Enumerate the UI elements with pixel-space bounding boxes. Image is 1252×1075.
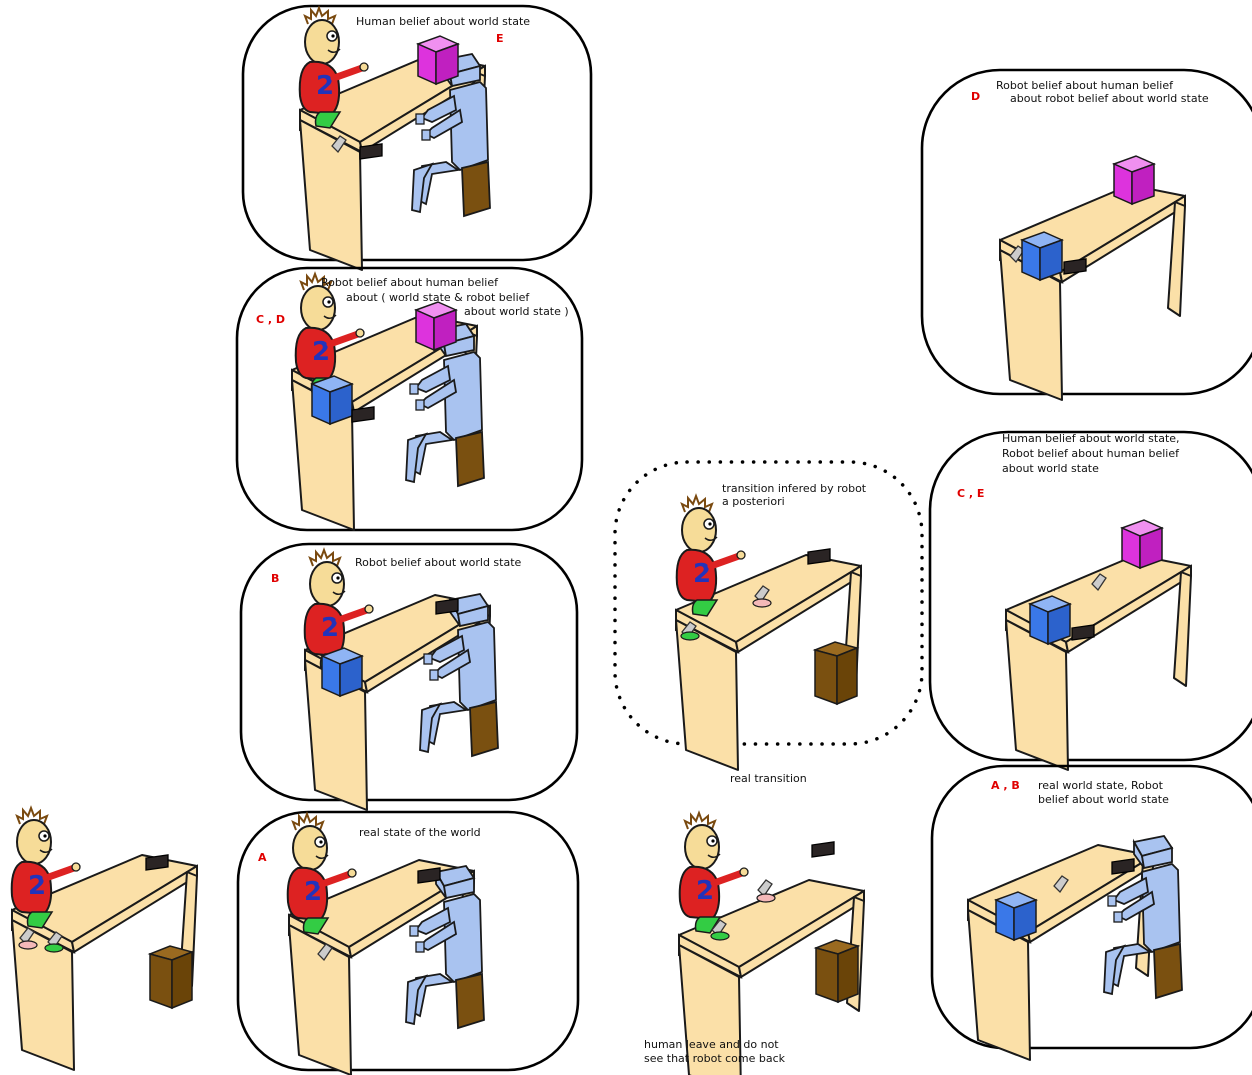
panel-caption: Human belief about world state, Robot be… — [1002, 432, 1183, 475]
panel-tag: C , E — [957, 487, 984, 500]
scene-real-transition: real transition human leave and do not s… — [644, 772, 865, 1075]
panel-caption: Robot belief about human belief about ro… — [996, 79, 1209, 105]
panel-tag: D — [971, 90, 980, 103]
panel-CD: Robot belief about human belief about ( … — [235, 266, 584, 532]
blue-box-icon — [1021, 231, 1063, 281]
human-leave-label: human leave and do not see that robot co… — [644, 1038, 786, 1065]
panel-CE: Human belief about world state, Robot be… — [928, 430, 1252, 771]
panel-caption: Robot belief about world state — [355, 556, 522, 569]
panel-tag: C , D — [256, 313, 285, 326]
panel-A: real state of the world A — [236, 812, 580, 1075]
panel-tag: A — [258, 851, 267, 864]
panel-inferred-transition: transition infered by robot a posteriori — [613, 460, 924, 771]
pink-box-icon — [417, 35, 459, 85]
panel-tag: A , B — [991, 779, 1020, 792]
panel-E: Human belief about world state E — [241, 6, 593, 271]
panel-caption: Robot belief about human belief about ( … — [321, 276, 569, 318]
panel-caption: transition infered by robot a posteriori — [722, 482, 870, 508]
panel-tag: E — [496, 32, 504, 45]
panel-tag: B — [271, 572, 279, 585]
stool-icon — [149, 945, 193, 1009]
scene-initial — [12, 808, 198, 1071]
panel-D: Robot belief about human belief about ro… — [920, 68, 1252, 401]
real-transition-label: real transition — [730, 772, 807, 785]
panel-B: Robot belief about world state B — [239, 542, 579, 811]
panel-AB: real world state, Robot belief about wor… — [930, 764, 1252, 1061]
panel-caption: Human belief about world state — [356, 15, 530, 28]
panel-caption: real state of the world — [359, 826, 481, 839]
panel-caption: real world state, Robot belief about wor… — [1038, 779, 1169, 806]
